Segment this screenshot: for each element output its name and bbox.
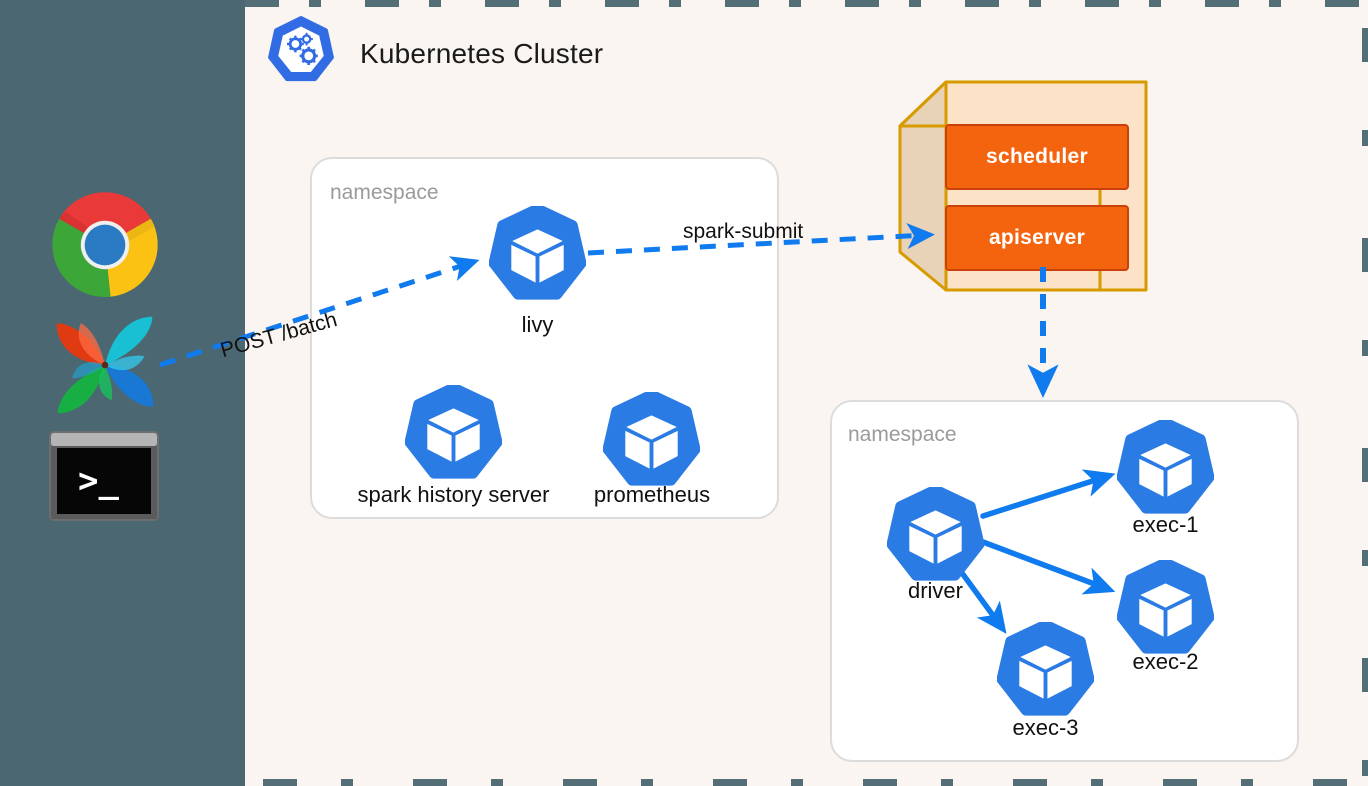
terminal-icon[interactable]: >_ [48, 430, 160, 522]
pod-exec-3[interactable] [996, 619, 1095, 722]
page-title: Kubernetes Cluster [360, 37, 604, 69]
namespace-label-right: namespace [848, 423, 957, 446]
canvas-edge-right [1362, 0, 1368, 786]
pod-label-livy: livy [521, 312, 554, 337]
pod-driver[interactable] [886, 484, 985, 587]
pod-prometheus[interactable] [602, 389, 701, 492]
airflow-icon[interactable] [50, 310, 160, 420]
pod-label-spark-history-server: spark history server [357, 482, 550, 507]
control-plane-service-scheduler[interactable]: scheduler [945, 124, 1129, 190]
pod-label-exec-1: exec-1 [1132, 512, 1199, 537]
pod-livy[interactable] [488, 203, 587, 306]
edge-label-spark-submit: spark-submit [683, 220, 804, 243]
kubernetes-logo [266, 16, 336, 91]
canvas-edge-bottom [245, 779, 1368, 786]
control-plane-service-apiserver[interactable]: apiserver [945, 205, 1129, 271]
cluster-title-row: Kubernetes Cluster [266, 16, 603, 91]
chrome-icon[interactable] [50, 190, 160, 300]
namespace-label-left: namespace [330, 181, 439, 204]
canvas-edge-top [245, 0, 1368, 7]
pod-exec-1[interactable] [1116, 417, 1215, 520]
pod-label-driver: driver [907, 578, 963, 603]
pod-label-prometheus: prometheus [593, 482, 711, 507]
pod-label-exec-3: exec-3 [1012, 715, 1079, 740]
pod-exec-2[interactable] [1116, 557, 1215, 660]
terminal-prompt-text: >_ [78, 461, 119, 501]
pod-label-exec-2: exec-2 [1132, 649, 1199, 674]
app-rail: >_ [0, 0, 245, 786]
pod-spark-history-server[interactable] [404, 382, 503, 485]
